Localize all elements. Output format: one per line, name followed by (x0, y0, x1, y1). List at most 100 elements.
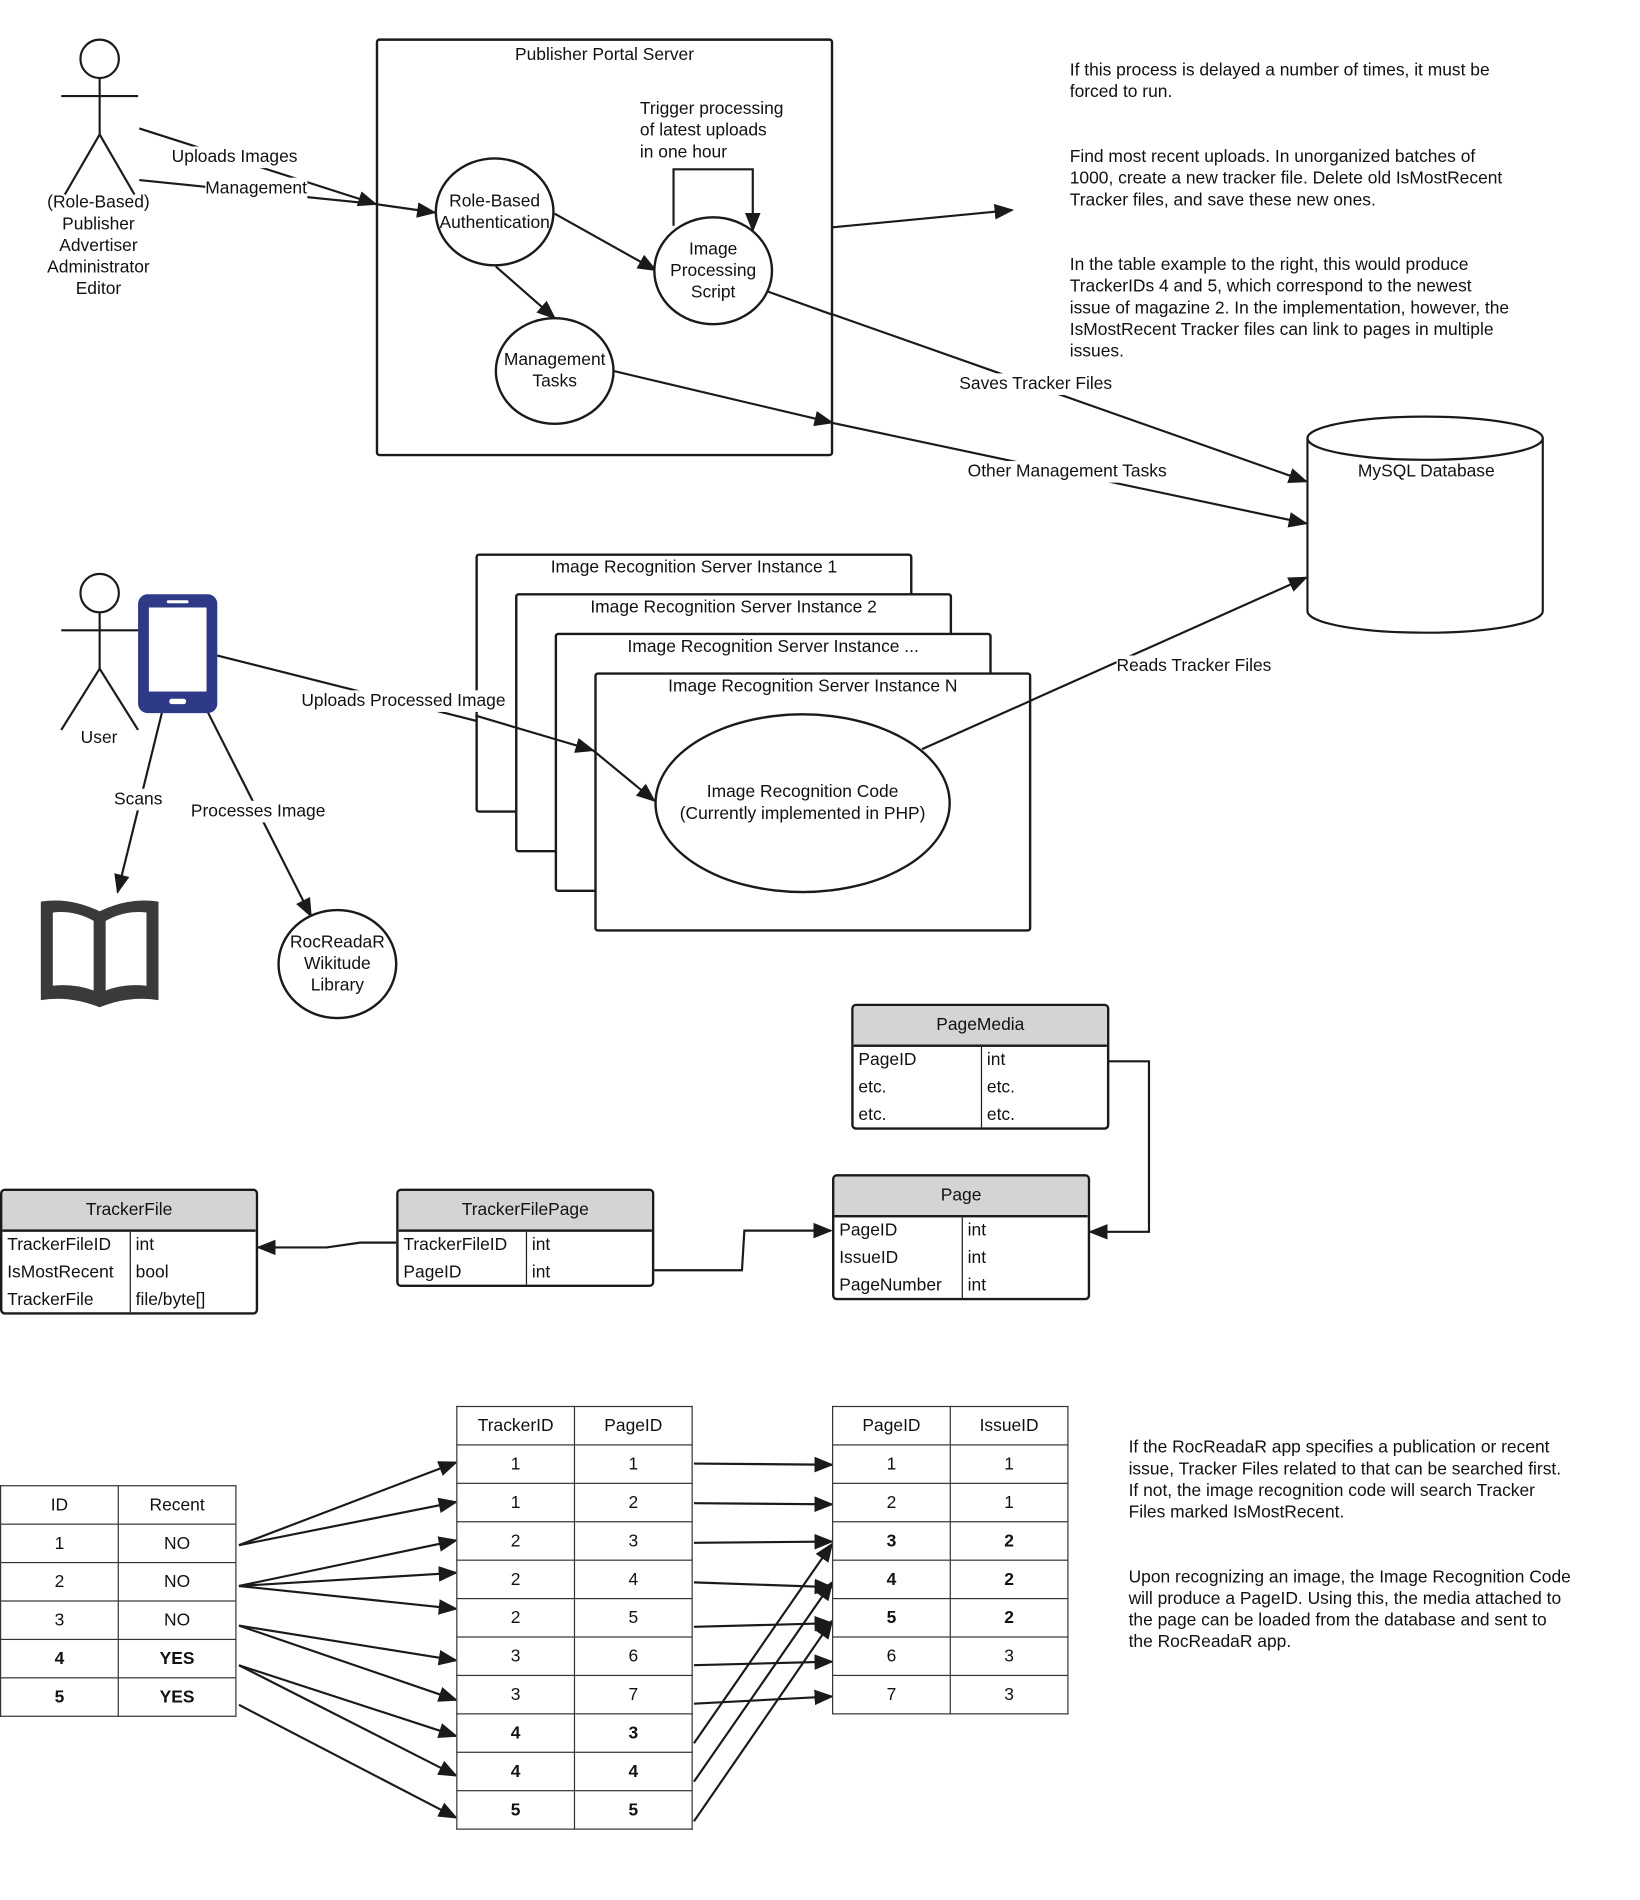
column-header: PageID (573, 1405, 693, 1446)
table-cell: 2 (949, 1559, 1069, 1600)
user-actor-icon (60, 572, 142, 731)
table-cell: 6 (832, 1636, 951, 1677)
table-cell: 3 (456, 1636, 576, 1677)
table-cell: 5 (573, 1597, 693, 1638)
table-cell: 5 (456, 1790, 576, 1830)
mysql-database-cylinder (1306, 415, 1544, 634)
reads-tracker-files-label: Reads Tracker Files (1116, 655, 1272, 678)
column-header: ID (0, 1485, 119, 1525)
table-cell: 4 (456, 1751, 576, 1792)
table-cell: 2 (0, 1561, 119, 1602)
processes-image-label: Processes Image (190, 800, 326, 823)
er-table-title: TrackerFile (2, 1190, 256, 1232)
table-cell: 5 (573, 1790, 693, 1830)
uploads-images-label: Uploads Images (171, 146, 298, 169)
publisher-actor-roles: (Role-Based) Publisher Advertiser Admini… (47, 193, 150, 299)
table-cell: 1 (456, 1482, 576, 1523)
smartphone-icon (138, 594, 218, 714)
trackerfilepage-to-trackerfile-link (256, 1239, 397, 1256)
open-book-icon (40, 900, 159, 1008)
table-cell: 3 (832, 1521, 951, 1561)
table-cell: YES (117, 1677, 237, 1717)
table-cell: 3 (949, 1636, 1069, 1677)
trackerfilepage-to-page-link (654, 1222, 833, 1272)
table-cell: NO (117, 1561, 237, 1602)
publisher-actor-icon (61, 38, 139, 196)
er-table-title: TrackerFilePage (398, 1190, 652, 1232)
other-management-tasks-label: Other Management Tasks (967, 461, 1167, 483)
table-cell: YES (117, 1638, 237, 1679)
er-table-title: Page (834, 1176, 1088, 1218)
table-cell: 1 (573, 1444, 693, 1484)
table-cell: 4 (573, 1751, 693, 1792)
table-cell: 1 (456, 1444, 576, 1484)
trigger-processing-note: Trigger processing of latest uploads in … (639, 99, 784, 163)
column-header: PageID (832, 1405, 951, 1446)
table-cell: 4 (573, 1559, 693, 1600)
column-header: TrackerID (456, 1405, 576, 1446)
table-cell: 2 (456, 1559, 576, 1600)
table-cell: 4 (0, 1638, 119, 1679)
table-cell: 3 (456, 1674, 576, 1715)
table-cell: 2 (573, 1482, 693, 1523)
scans-label: Scans (114, 788, 163, 811)
column-header: IssueID (949, 1405, 1069, 1446)
script-to-note-connector (811, 204, 1015, 231)
table-cell: 2 (949, 1521, 1069, 1561)
table-cell: 1 (832, 1444, 951, 1484)
user-label: User (80, 728, 118, 748)
pagemedia-to-page-link (1088, 1060, 1151, 1240)
saves-tracker-files-label: Saves Tracker Files (959, 373, 1113, 395)
table-cell: 2 (456, 1521, 576, 1561)
table-cell: 3 (949, 1674, 1069, 1715)
er-table-title: PageMedia (853, 1006, 1107, 1047)
table-cell: 2 (949, 1597, 1069, 1638)
table-cell: 2 (456, 1597, 576, 1638)
table-cell: 1 (0, 1523, 119, 1564)
table-cell: 3 (573, 1521, 693, 1561)
table-cell: 3 (573, 1713, 693, 1753)
mysql-database-label: MySQL Database (1357, 462, 1495, 482)
table-cell: 7 (832, 1674, 951, 1715)
table-cell: 4 (456, 1713, 576, 1753)
table-cell: 3 (0, 1600, 119, 1641)
table-cell: 7 (573, 1674, 693, 1715)
column-header: Recent (117, 1485, 237, 1525)
table-cell: 5 (832, 1597, 951, 1638)
table-cell: 1 (949, 1444, 1069, 1484)
process-description-note: If this process is delayed a number of t… (1069, 61, 1510, 362)
